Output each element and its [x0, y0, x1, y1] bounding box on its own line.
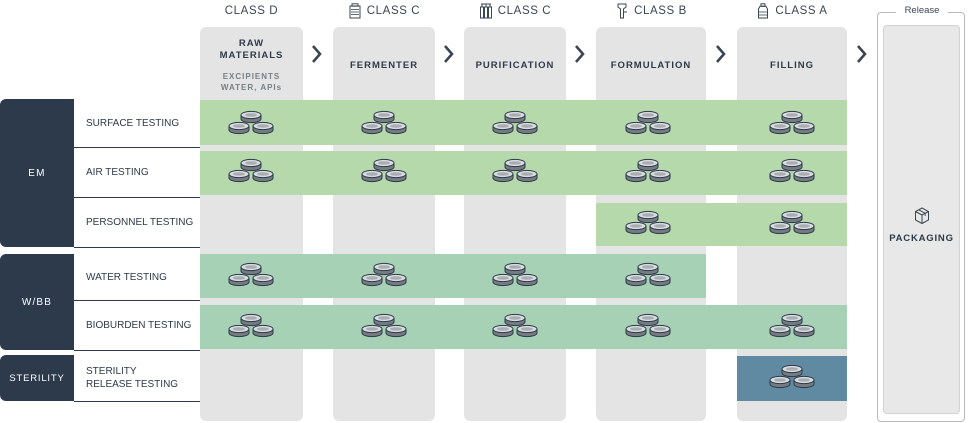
class-label-text: CLASS D	[224, 5, 279, 17]
class-label-text: CLASS A	[775, 5, 828, 17]
petri-dish-stack-icon	[625, 110, 671, 135]
stage-purification: PURIFICATION	[475, 60, 555, 71]
column-fermenter-bg	[333, 27, 435, 421]
formulation-icon	[617, 3, 628, 19]
band-water-testing	[200, 254, 706, 298]
stage-subtitle-line: EXCIPIENTS	[222, 72, 281, 81]
class-label-formulation: CLASS B	[596, 3, 706, 19]
release-title: Release	[896, 5, 948, 16]
filling-icon	[758, 3, 769, 19]
band-sterility-release-testing	[737, 356, 847, 401]
petri-dish-stack-icon	[769, 158, 815, 183]
packaging-label: PACKAGING	[889, 233, 954, 244]
fermenter-icon	[349, 3, 361, 19]
petri-dish-stack-icon	[625, 210, 671, 235]
petri-dish-stack-icon	[361, 110, 407, 135]
chevron-right-icon	[444, 45, 454, 63]
chevron-right-icon	[716, 45, 726, 63]
petri-dish-stack-icon	[361, 262, 407, 287]
petri-dish-stack-icon	[492, 262, 538, 287]
chevron-right-icon	[575, 45, 585, 63]
class-label-text: CLASS C	[497, 5, 552, 17]
stage-raw-materials: RAW MATERIALS EXCIPIENTS WATER, APIs	[200, 38, 303, 93]
column-purification-bg	[464, 27, 566, 421]
class-label-text: CLASS C	[366, 5, 421, 17]
class-label-text: CLASS B	[634, 5, 687, 17]
class-label-filling: CLASS A	[737, 3, 847, 19]
category-em: EM	[0, 99, 74, 247]
stage-subtitle: EXCIPIENTS WATER, APIs	[200, 71, 303, 93]
row-label-personnel-testing: PERSONNEL TESTING	[74, 198, 200, 248]
row-label-surface-testing: SURFACE TESTING	[74, 99, 200, 148]
category-sterility: STERILITY	[0, 355, 74, 401]
purification-icon	[479, 3, 492, 19]
petri-dish-stack-icon	[228, 313, 274, 338]
package-icon	[915, 207, 929, 225]
row-label-bioburden-testing: BIOBURDEN TESTING	[74, 301, 200, 351]
petri-dish-stack-icon	[769, 364, 815, 389]
row-label-air-testing: AIR TESTING	[74, 148, 200, 198]
petri-dish-stack-icon	[492, 110, 538, 135]
chevron-right-icon	[857, 45, 867, 63]
row-label-water-testing: WATER TESTING	[74, 254, 200, 301]
row-label-line: STERILITY	[86, 366, 137, 377]
stage-subtitle-line: WATER, APIs	[220, 83, 283, 92]
row-label-sterility-release-testing: STERILITY RELEASE TESTING	[74, 355, 200, 402]
chevron-right-icon	[312, 45, 322, 63]
petri-dish-stack-icon	[769, 313, 815, 338]
petri-dish-stack-icon	[361, 158, 407, 183]
row-label-line: RELEASE TESTING	[86, 379, 179, 390]
stage-line: MATERIALS	[219, 50, 284, 61]
petri-dish-stack-icon	[228, 262, 274, 287]
petri-dish-stack-icon	[769, 110, 815, 135]
petri-dish-stack-icon	[492, 313, 538, 338]
petri-dish-stack-icon	[769, 210, 815, 235]
stage-filling: FILLING	[770, 60, 814, 71]
class-label-purification: CLASS C	[464, 3, 566, 19]
petri-dish-stack-icon	[625, 262, 671, 287]
column-raw-materials-bg	[200, 27, 303, 421]
petri-dish-stack-icon	[228, 110, 274, 135]
petri-dish-stack-icon	[625, 313, 671, 338]
petri-dish-stack-icon	[361, 313, 407, 338]
petri-dish-stack-icon	[492, 158, 538, 183]
stage-line: RAW	[238, 38, 265, 49]
stage-fermenter: FERMENTER	[349, 60, 419, 71]
petri-dish-stack-icon	[625, 158, 671, 183]
class-label-raw-materials: CLASS D	[200, 3, 303, 19]
category-wbb: W/BB	[0, 254, 74, 350]
stage-formulation: FORMULATION	[610, 60, 692, 71]
class-label-fermenter: CLASS C	[333, 3, 435, 19]
petri-dish-stack-icon	[228, 158, 274, 183]
